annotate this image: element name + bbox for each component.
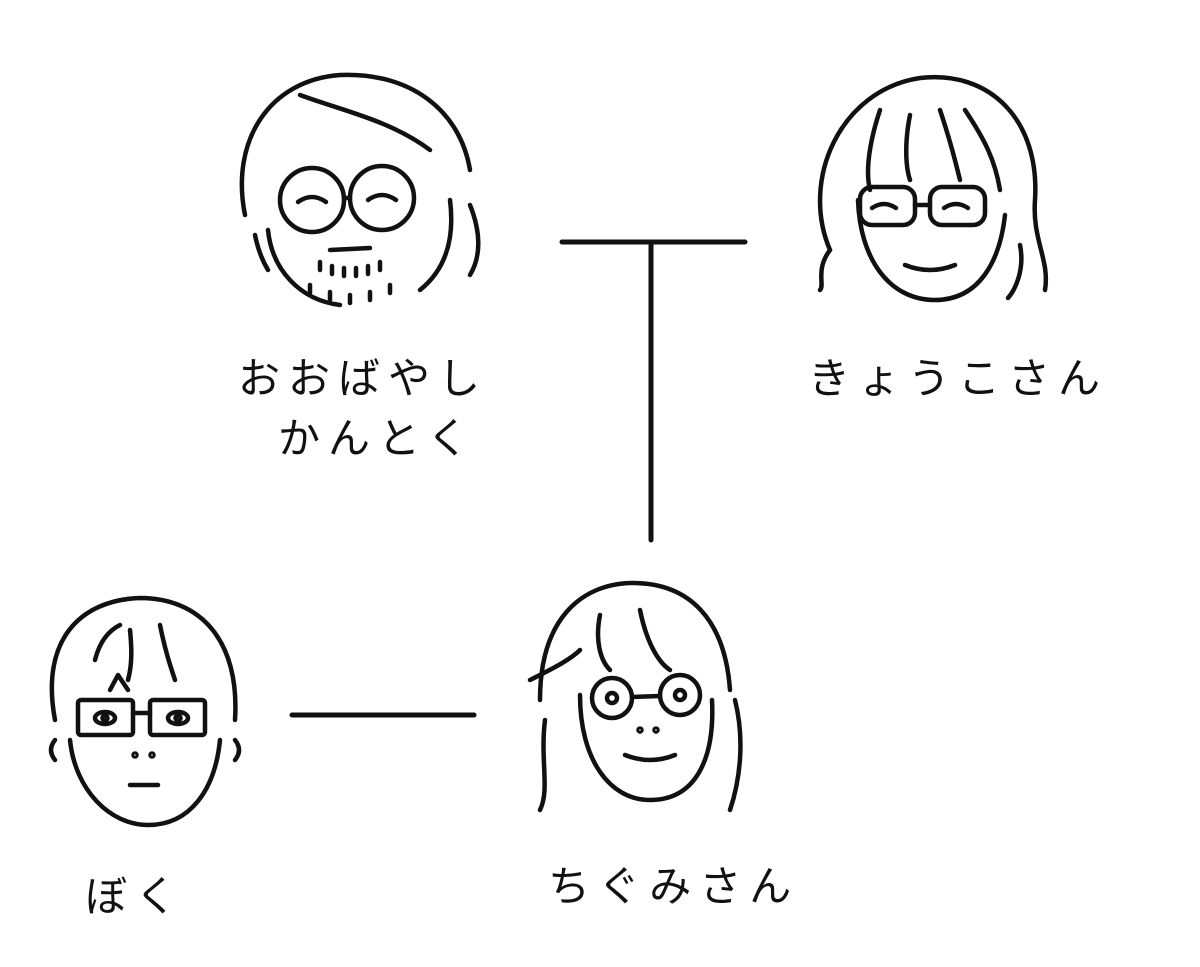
oobayashi-name-line1: おおばやし <box>238 354 489 403</box>
chigumi-name: ちぐみさん <box>548 862 800 911</box>
kyoko-name: きょうこさん <box>808 354 1109 403</box>
oobayashi-name-line2: かんとく <box>278 414 477 463</box>
boku-name: ぼく <box>85 872 186 921</box>
kyoko-portrait <box>817 74 1049 303</box>
oobayashi-portrait <box>239 72 481 308</box>
boku-portrait <box>48 595 242 828</box>
chigumi-portrait <box>527 580 743 813</box>
